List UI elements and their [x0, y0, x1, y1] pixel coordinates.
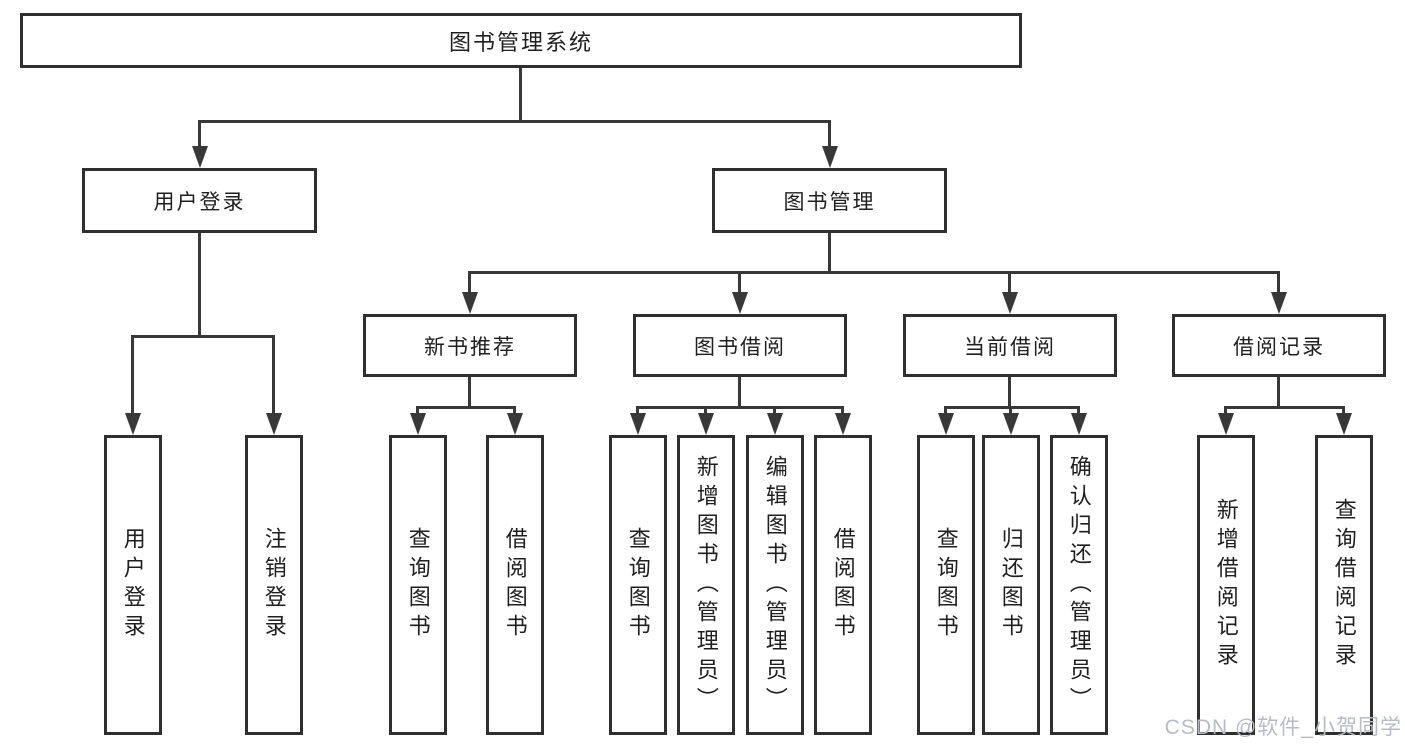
connector-arrow-add-record-stem	[1224, 406, 1227, 416]
leaf-borrow-books-borrowing: 借阅图书	[814, 435, 872, 735]
connector-arrow-current-borrow-stem	[1008, 271, 1011, 295]
leaf-confirm-return-admin: 确认归还（管理员）	[1050, 435, 1108, 735]
node-book-borrowing: 图书借阅	[633, 314, 847, 377]
connector-arrow-query-books-3-stem	[944, 406, 947, 416]
connector-arrow-add-books-stem	[704, 406, 707, 416]
connector-arrow-query-books-1-stem	[416, 406, 419, 416]
connector-arrow-confirm-return-stem	[1077, 406, 1080, 416]
leaf-query-books-borrowing: 查询图书	[609, 435, 667, 735]
leaf-logout: 注销登录	[245, 435, 303, 735]
arrowhead-edit-books-icon	[767, 413, 783, 435]
leaf-edit-books-admin: 编辑图书（管理员）	[746, 435, 804, 735]
arrowhead-login-leaf-icon	[125, 413, 141, 435]
arrowhead-borrow-records-icon	[1271, 292, 1287, 314]
arrowhead-book-mgmt-icon	[822, 146, 838, 168]
arrowhead-add-record-icon	[1218, 413, 1234, 435]
arrowhead-query-books-1-icon	[410, 413, 426, 435]
arrowhead-borrow-books-2-icon	[835, 413, 851, 435]
leaf-borrow-books-recommend: 借阅图书	[486, 435, 544, 735]
node-user-login: 用户登录	[82, 168, 317, 233]
leaf-return-books: 归还图书	[982, 435, 1040, 735]
arrowhead-query-books-2-icon	[630, 413, 646, 435]
connector-arrow-login-leaf-stem	[131, 335, 134, 415]
connector-arrow-return-books-stem	[1009, 406, 1012, 416]
arrowhead-borrow-books-1-icon	[507, 413, 523, 435]
arrowhead-logout-leaf-icon	[266, 413, 282, 435]
connector-borrow-records-bar	[1224, 406, 1345, 409]
connector-arrow-user-login-stem	[198, 120, 201, 148]
leaf-user-login: 用户登录	[104, 435, 162, 735]
connector-arrow-edit-books-stem	[773, 406, 776, 416]
leaf-query-books-recommend: 查询图书	[389, 435, 447, 735]
connector-arrow-book-borrow-stem	[738, 271, 741, 295]
arrowhead-new-book-icon	[462, 292, 478, 314]
connector-arrow-query-record-stem	[1342, 406, 1345, 416]
connector-current-borrow-bar	[944, 406, 1080, 409]
leaf-add-borrow-record: 新增借阅记录	[1197, 435, 1255, 735]
connector-book-mgmt-stem	[828, 233, 831, 271]
connector-arrow-new-book-stem	[468, 271, 471, 295]
arrowhead-confirm-return-icon	[1071, 413, 1087, 435]
leaf-query-borrow-record: 查询借阅记录	[1315, 435, 1373, 735]
connector-arrow-book-mgmt-stem	[828, 120, 831, 148]
connector-new-book-stem2	[468, 377, 471, 406]
node-borrowing-records: 借阅记录	[1172, 314, 1386, 377]
arrowhead-add-books-icon	[698, 413, 714, 435]
connector-root-bar	[198, 120, 831, 123]
connector-arrow-borrow-books-1-stem	[513, 406, 516, 416]
arrowhead-query-books-3-icon	[938, 413, 954, 435]
arrowhead-return-books-icon	[1003, 413, 1019, 435]
node-current-borrowing: 当前借阅	[903, 314, 1117, 377]
node-book-management: 图书管理	[712, 168, 947, 233]
connector-borrow-records-stem2	[1277, 377, 1280, 406]
csdn-watermark: CSDN @软件_小贺同学	[1164, 716, 1402, 739]
node-new-book-recommend: 新书推荐	[363, 314, 577, 377]
connector-arrow-query-books-2-stem	[636, 406, 639, 416]
arrowhead-current-borrow-icon	[1002, 292, 1018, 314]
connector-new-book-bar	[416, 406, 516, 409]
arrowhead-book-borrow-icon	[732, 292, 748, 314]
connector-book-borrow-bar	[636, 406, 844, 409]
connector-book-mgmt-bar	[468, 271, 1280, 274]
connector-arrow-borrow-records-stem	[1277, 271, 1280, 295]
connector-user-login-stem	[198, 233, 201, 335]
connector-arrow-logout-leaf-stem	[272, 335, 275, 415]
connector-book-borrow-stem2	[738, 377, 741, 406]
node-library-system: 图书管理系统	[20, 13, 1022, 68]
connector-current-borrow-stem2	[1008, 377, 1011, 406]
connector-arrow-borrow-books-2-stem	[841, 406, 844, 416]
arrowhead-query-record-icon	[1336, 413, 1352, 435]
connector-root-stem	[519, 68, 522, 120]
leaf-add-books-admin: 新增图书（管理员）	[677, 435, 735, 735]
arrowhead-user-login-icon	[192, 146, 208, 168]
leaf-query-books-current: 查询图书	[917, 435, 975, 735]
connector-user-login-bar	[131, 335, 275, 338]
